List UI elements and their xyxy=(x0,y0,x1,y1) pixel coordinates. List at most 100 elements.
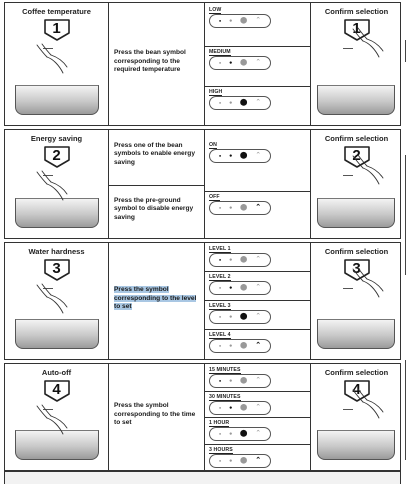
indicator-dash xyxy=(342,175,353,176)
coffee-bean-icon[interactable]: ● xyxy=(229,431,233,437)
option-display: MEDIUM ● ● ⬤ ⌃ xyxy=(209,49,271,70)
coffee-bean-icon[interactable]: ● xyxy=(218,153,222,158)
instruction-text: Press the symbol corresponding to the le… xyxy=(114,286,200,312)
option-display: 1 HOUR●●⬤⌃ xyxy=(209,420,271,441)
coffee-bean-icon[interactable]: ⬤ xyxy=(240,17,248,24)
pre-ground-coffee-icon[interactable]: ⌃ xyxy=(255,17,262,24)
coffee-bean-icon[interactable]: ● xyxy=(218,18,222,23)
option-label: MEDIUM xyxy=(209,49,271,56)
pre-ground-coffee-icon[interactable]: ⌃ xyxy=(255,430,262,437)
confirm-title: Confirm selection xyxy=(324,368,389,377)
pre-ground-coffee-icon[interactable]: ⌃ xyxy=(255,313,262,320)
pressing-hand-icon xyxy=(33,170,73,202)
step-number: 4 xyxy=(52,381,61,398)
option-label: OFF xyxy=(209,194,271,201)
coffee-bean-icon[interactable]: ● xyxy=(218,431,222,436)
next-section-band xyxy=(4,471,401,484)
instruction-text: Press the symbol corresponding to the ti… xyxy=(114,402,200,428)
option-label: LEVEL 4 xyxy=(209,332,271,339)
pre-ground-coffee-icon[interactable]: ⌃ xyxy=(255,457,262,464)
pressing-hand-icon xyxy=(349,388,389,420)
option-display: LOW●●⬤⌃ xyxy=(209,7,271,28)
coffee-bean-icon[interactable]: ● xyxy=(218,285,222,290)
confirm-title: Confirm selection xyxy=(324,247,389,256)
instruction-column: Press the bean symbol corresponding to t… xyxy=(109,3,205,125)
option-label: 15 MINUTES xyxy=(209,367,271,374)
instruction-column: Press the symbol corresponding to the ti… xyxy=(109,364,205,470)
pre-ground-coffee-icon[interactable]: ⌃ xyxy=(255,59,262,66)
coffee-bean-icon[interactable]: ⬤ xyxy=(240,204,248,211)
pre-ground-coffee-icon[interactable]: ⌃ xyxy=(255,256,262,263)
drip-tray-icon xyxy=(15,85,99,115)
coffee-bean-icon[interactable]: ⬤ xyxy=(240,284,248,291)
coffee-bean-icon[interactable]: ● xyxy=(229,405,233,411)
pre-ground-coffee-icon[interactable]: ⌃ xyxy=(255,404,262,411)
coffee-bean-icon[interactable]: ⬤ xyxy=(240,256,248,263)
coffee-bean-icon[interactable]: ● xyxy=(218,343,222,348)
option-label: 30 MINUTES xyxy=(209,394,271,401)
coffee-bean-icon[interactable]: ⬤ xyxy=(240,404,248,411)
pre-ground-coffee-icon[interactable]: ⌃ xyxy=(255,152,262,159)
coffee-bean-icon[interactable]: ⬤ xyxy=(240,99,248,106)
instruction-label: Press the symbol corresponding to the ti… xyxy=(114,402,196,427)
coffee-bean-icon[interactable]: ● xyxy=(218,378,222,383)
option-label-text: 30 MINUTES xyxy=(209,394,241,401)
coffee-bean-icon[interactable]: ● xyxy=(229,458,233,464)
coffee-bean-icon[interactable]: ● xyxy=(229,257,233,263)
coffee-bean-icon[interactable]: ⬤ xyxy=(240,313,248,320)
option-display: HIGH●●⬤⌃ xyxy=(209,89,271,110)
options-column: LOW●●⬤⌃MEDIUM●●⬤⌃HIGH●●⬤⌃ xyxy=(205,3,311,125)
pre-ground-coffee-icon[interactable]: ⌃ xyxy=(255,377,262,384)
indicator-dash xyxy=(342,288,353,289)
control-panel-display: ● ● ⬤ ⌃ xyxy=(209,149,271,163)
confirm-step-badge-icon: 3 xyxy=(343,258,371,282)
confirm-step-badge-icon: 2 xyxy=(343,145,371,169)
option-display: LEVEL 2●●⬤⌃ xyxy=(209,274,271,295)
coffee-bean-icon[interactable]: ● xyxy=(229,285,233,291)
coffee-bean-icon[interactable]: ● xyxy=(218,60,222,65)
coffee-bean-icon[interactable]: ● xyxy=(229,378,233,384)
option-divider xyxy=(205,46,310,47)
coffee-bean-icon[interactable]: ⬤ xyxy=(240,377,248,384)
options-column: 15 MINUTES●●⬤⌃30 MINUTES●●⬤⌃1 HOUR●●⬤⌃3 … xyxy=(205,364,311,470)
option-label-text: LEVEL 4 xyxy=(209,332,231,339)
coffee-bean-icon[interactable]: ● xyxy=(229,314,233,320)
coffee-bean-icon[interactable]: ⬤ xyxy=(240,152,248,159)
adjacent-page-edge xyxy=(405,360,411,460)
option-display: 15 MINUTES ● ● ⬤ ⌃ xyxy=(209,367,271,388)
coffee-bean-icon[interactable]: ● xyxy=(218,405,222,410)
control-panel-display: ● ● ⬤ ⌃ xyxy=(209,96,271,110)
option-label-text: MEDIUM xyxy=(209,49,231,56)
coffee-bean-icon[interactable]: ● xyxy=(229,205,233,211)
setting-step-badge-icon: 3 xyxy=(43,258,71,282)
coffee-bean-icon[interactable]: ⬤ xyxy=(240,430,248,437)
coffee-bean-icon[interactable]: ● xyxy=(218,205,222,210)
pre-ground-coffee-icon[interactable]: ⌃ xyxy=(255,204,262,211)
coffee-bean-icon[interactable]: ● xyxy=(218,458,222,463)
coffee-bean-icon[interactable]: ⬤ xyxy=(240,342,248,349)
coffee-bean-icon[interactable]: ● xyxy=(229,18,233,24)
control-panel-display: ● ● ⬤ ⌃ xyxy=(209,401,271,415)
coffee-bean-icon[interactable]: ● xyxy=(218,314,222,319)
indicator-dash xyxy=(42,48,53,49)
option-label: LEVEL 3 xyxy=(209,303,271,310)
coffee-bean-icon[interactable]: ● xyxy=(218,257,222,262)
pre-ground-coffee-icon[interactable]: ⌃ xyxy=(255,342,262,349)
coffee-bean-icon[interactable]: ● xyxy=(229,60,233,66)
coffee-bean-icon[interactable]: ● xyxy=(229,343,233,349)
coffee-bean-icon[interactable]: ● xyxy=(229,153,233,159)
coffee-bean-icon[interactable]: ⬤ xyxy=(240,457,248,464)
pre-ground-coffee-icon[interactable]: ⌃ xyxy=(255,284,262,291)
coffee-bean-icon[interactable]: ● xyxy=(218,100,222,105)
option-display: 3 HOURS●●⬤⌃ xyxy=(209,447,271,468)
control-panel-display: ● ● ⬤ ⌃ xyxy=(209,374,271,388)
coffee-bean-icon[interactable]: ● xyxy=(229,100,233,106)
coffee-bean-icon[interactable]: ⬤ xyxy=(240,59,248,66)
option-divider xyxy=(205,417,310,418)
pre-ground-coffee-icon[interactable]: ⌃ xyxy=(255,99,262,106)
